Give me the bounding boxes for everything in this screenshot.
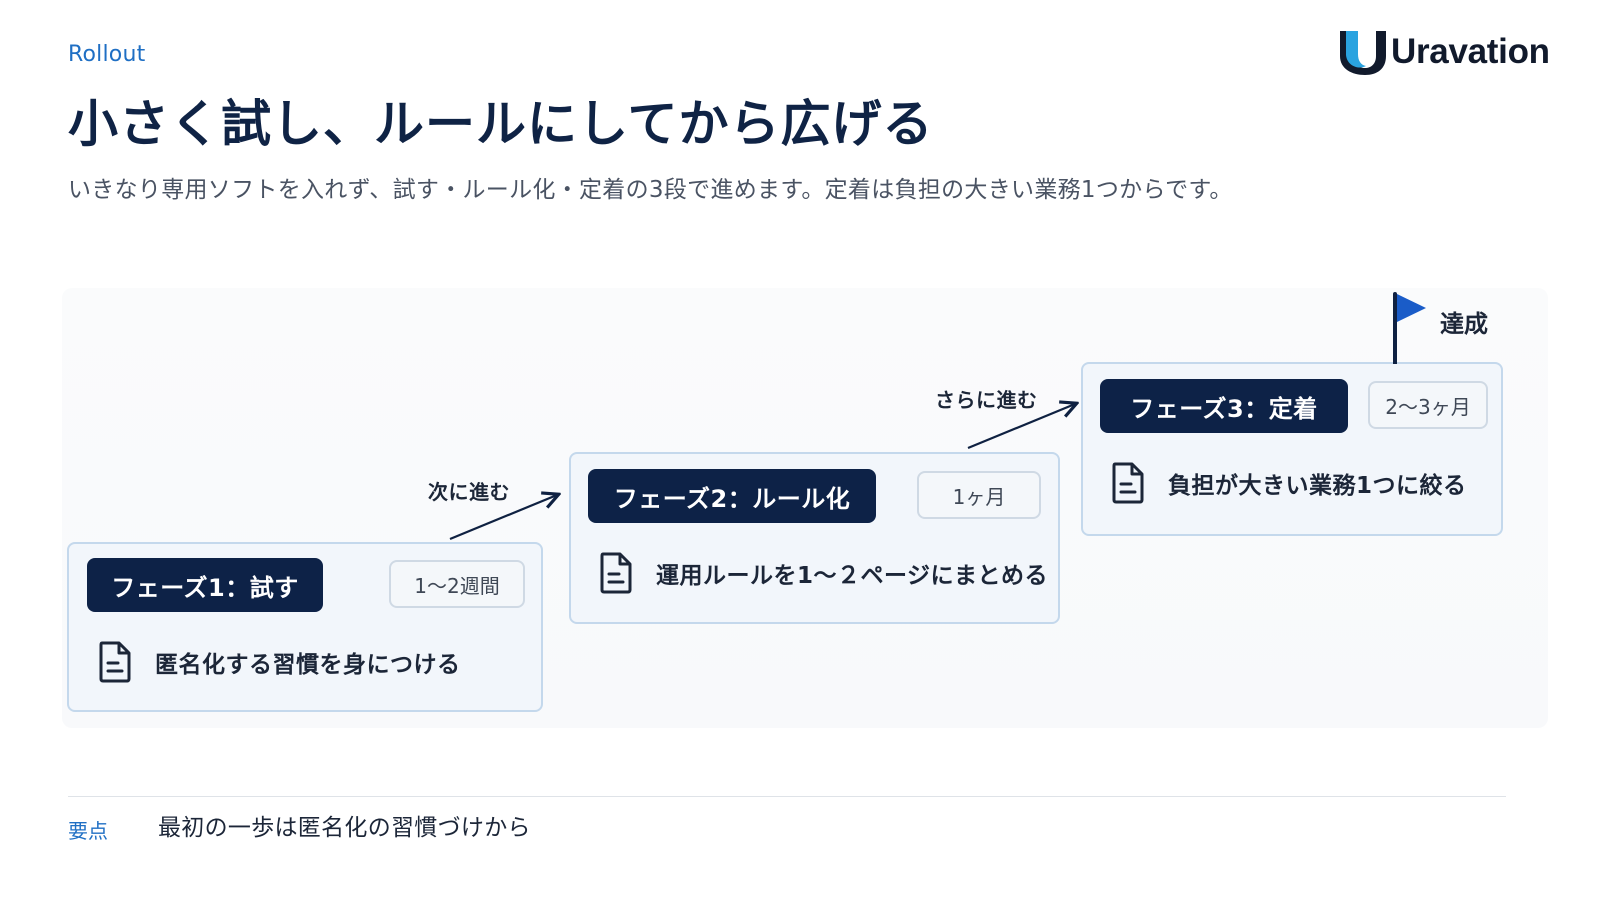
phase-task: 運用ルールを1〜２ページにまとめる (598, 551, 1048, 595)
goal-label: 達成 (1440, 310, 1488, 338)
footer-divider (68, 796, 1506, 797)
uravation-logo-icon (1340, 31, 1386, 75)
phase-duration: 1〜2週間 (389, 560, 525, 608)
phase-task-text: 匿名化する習慣を身につける (155, 652, 461, 678)
keypoint-text: 最初の一歩は匿名化の習慣づけから (158, 815, 531, 841)
brand-name: Uravation (1391, 32, 1550, 71)
phase-duration: 1ヶ月 (917, 471, 1041, 519)
phase-label: フェーズ1：試す (87, 558, 323, 612)
transition-label-2: さらに進む (935, 388, 1038, 412)
page-title: 小さく試し、ルールにしてから広げる (68, 95, 934, 153)
brand-logo: Uravation (1338, 28, 1550, 76)
document-icon (600, 552, 632, 594)
phase-task-text: 負担が大きい業務1つに絞る (1168, 473, 1467, 499)
phase-card-3: フェーズ3：定着 2〜3ヶ月 負担が大きい業務1つに絞る (1081, 362, 1503, 536)
flag-icon (1393, 292, 1426, 364)
phase-task: 匿名化する習慣を身につける (97, 640, 461, 684)
document-icon (1112, 462, 1144, 504)
phase-duration: 2〜3ヶ月 (1368, 381, 1488, 429)
phase-card-2: フェーズ2：ルール化 1ヶ月 運用ルールを1〜２ページにまとめる (569, 452, 1060, 624)
phase-label: フェーズ2：ルール化 (588, 469, 876, 523)
document-icon (99, 641, 131, 683)
phase-task-text: 運用ルールを1〜２ページにまとめる (656, 563, 1049, 589)
page-subtitle: いきなり専用ソフトを入れず、試す・ルール化・定着の3段で進めます。定着は負担の大… (68, 177, 1233, 203)
phase-card-1: フェーズ1：試す 1〜2週間 匿名化する習慣を身につける (67, 542, 543, 712)
phase-task: 負担が大きい業務1つに絞る (1110, 461, 1467, 505)
phase-label: フェーズ3：定着 (1100, 379, 1348, 433)
transition-label-1: 次に進む (428, 480, 510, 504)
keypoint-label: 要点 (68, 819, 108, 843)
section-eyebrow: Rollout (68, 42, 146, 67)
